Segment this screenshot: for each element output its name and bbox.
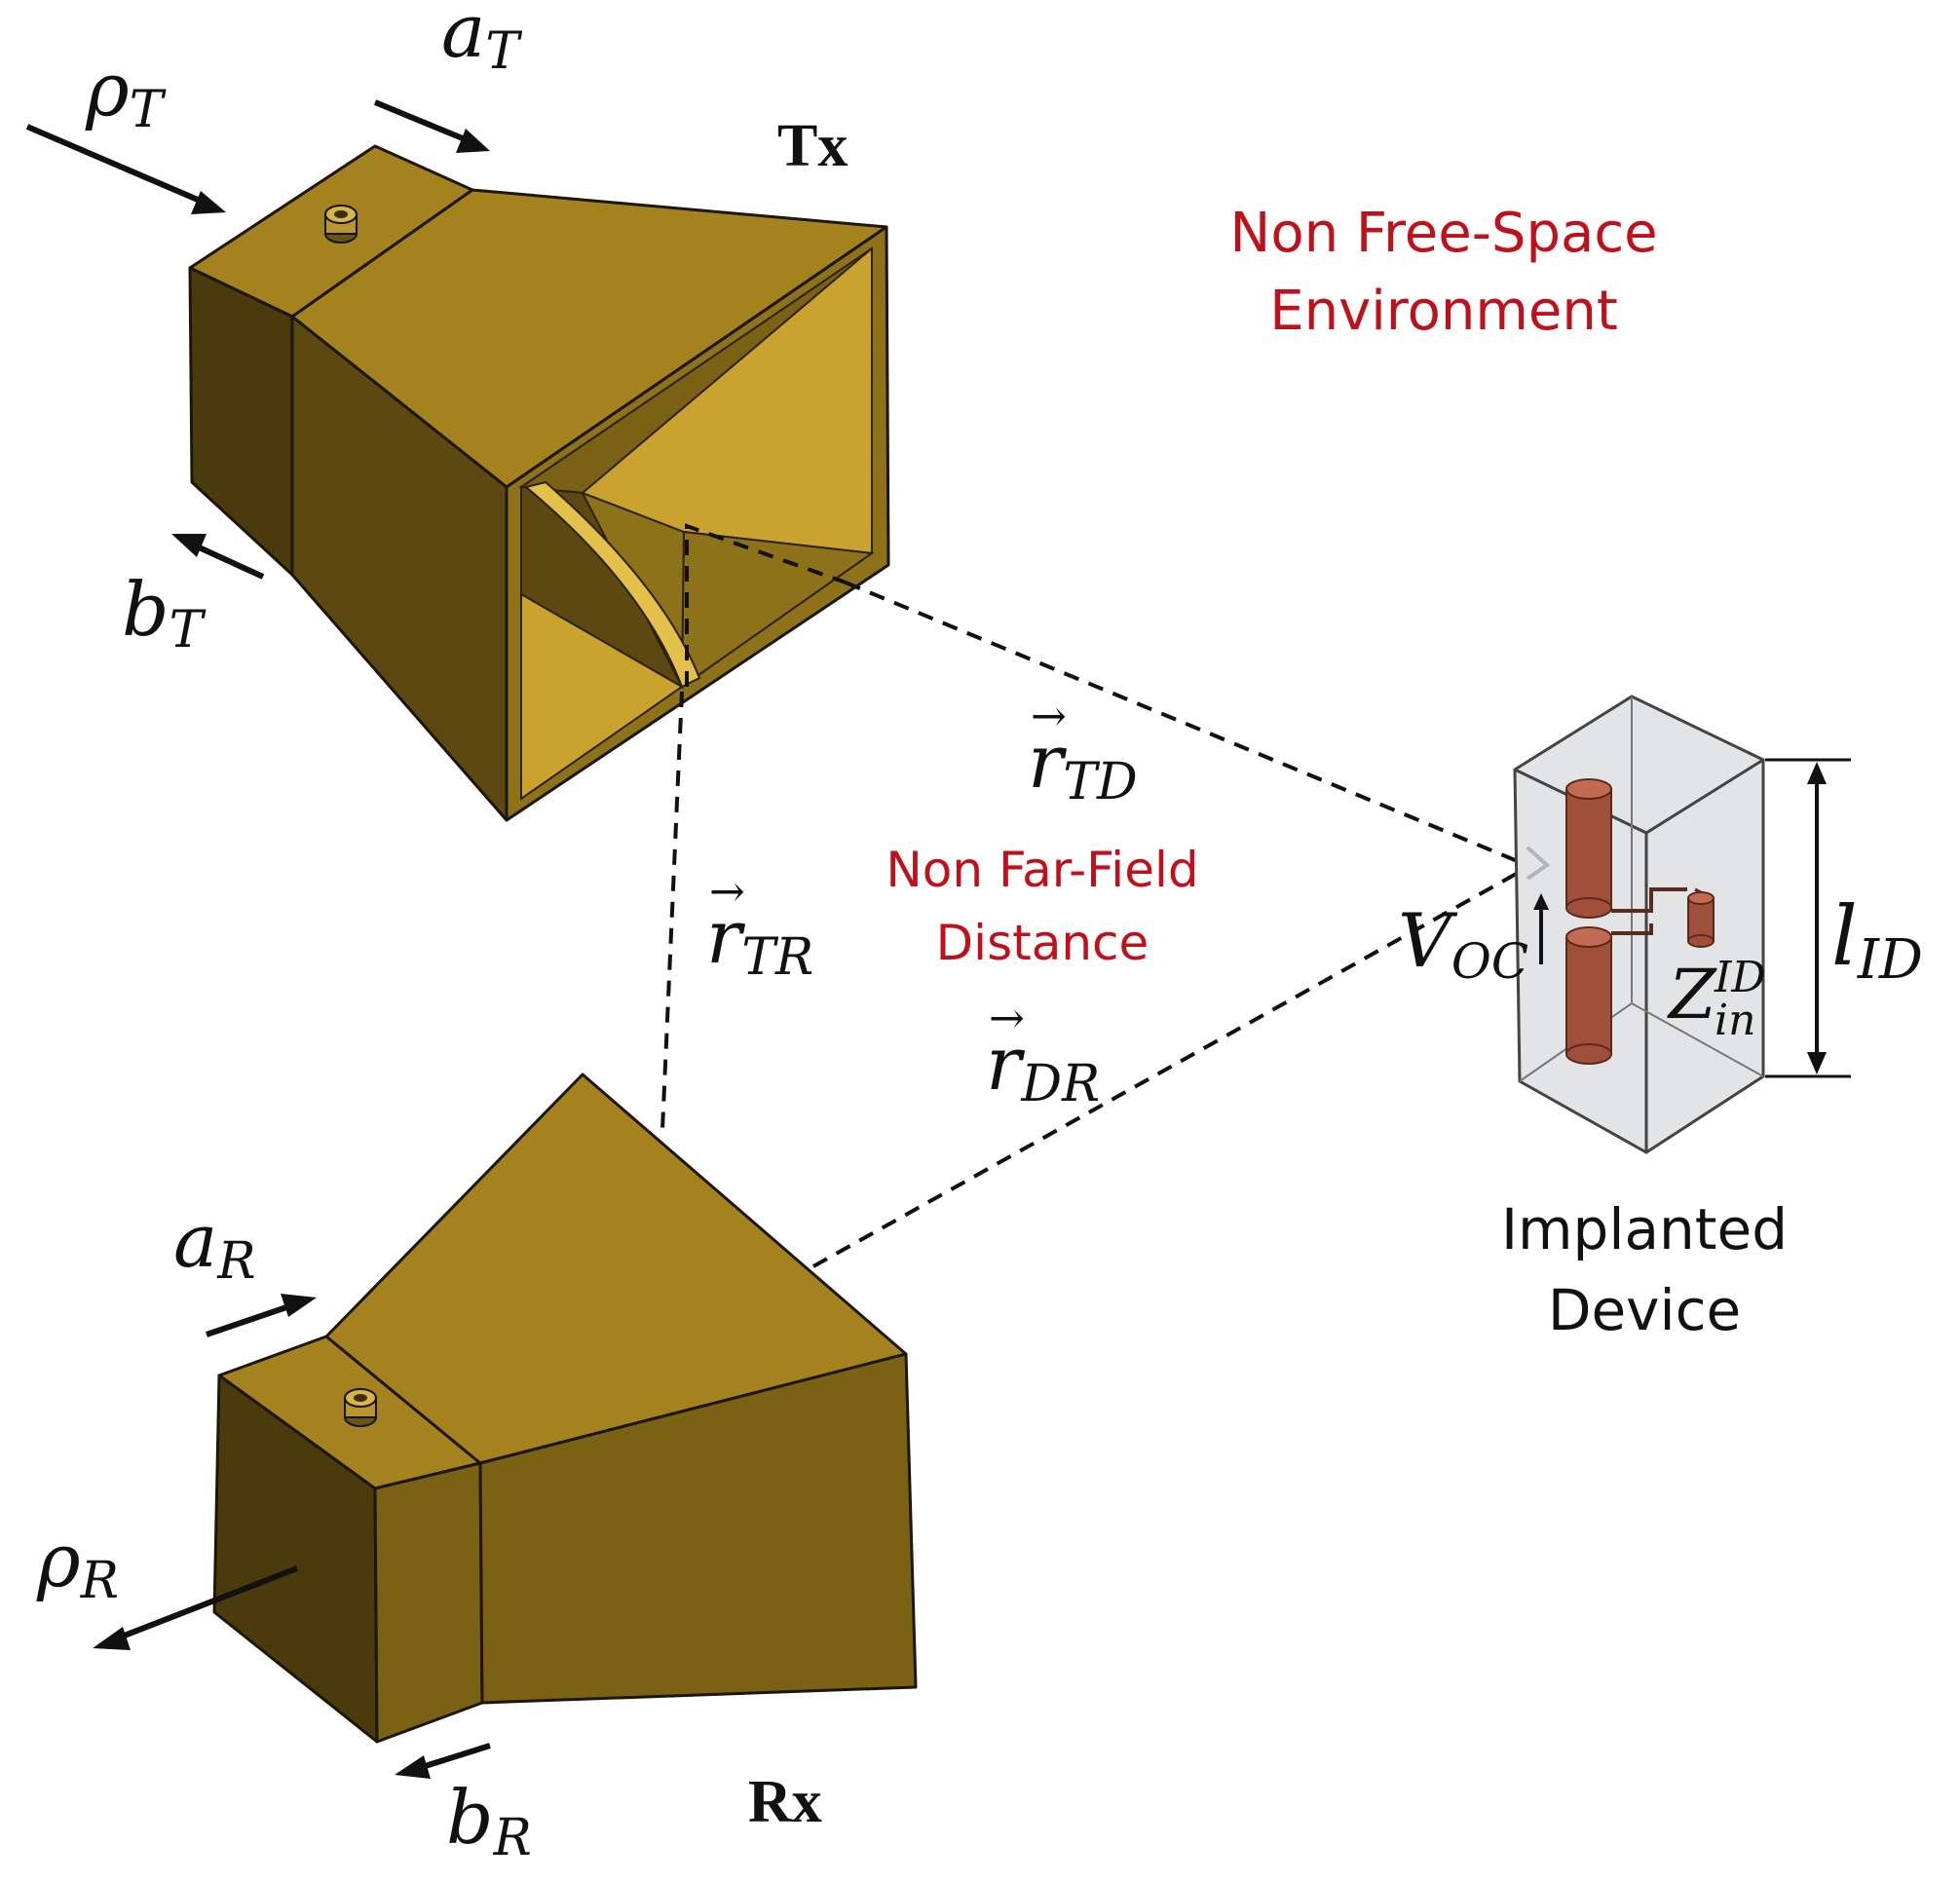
voc-arrow (1533, 893, 1549, 964)
svg-text:→: → (989, 994, 1025, 1043)
label-a-r: aR (173, 1197, 255, 1291)
svg-text:→: → (1031, 692, 1067, 741)
svg-text:rTR: rTR (706, 893, 813, 987)
tx-flare-curve (523, 480, 701, 689)
rx-waveguide-right (373, 1461, 484, 1744)
implanted-device (1513, 695, 1765, 1154)
tx-inner-floor (520, 592, 684, 801)
dimension-arrows (25, 99, 491, 1779)
env-label-line1: Non Free-Space (1229, 202, 1657, 265)
label-v-oc: VOC (1398, 897, 1528, 990)
label-rho-r: ρR (36, 1517, 119, 1610)
tx-connector-icon (324, 205, 358, 244)
text-labels: Tx Rx Non Free-Space Environment Non Far… (748, 113, 1788, 1835)
rx-connector-icon (344, 1388, 377, 1427)
svg-text:rDR: rDR (986, 1020, 1100, 1113)
math-labels: ρT aT bT aR ρR bR → rTD → rTR (36, 0, 1923, 1867)
device-label-line1: Implanted (1501, 1196, 1788, 1262)
rho-r-arrow (93, 1565, 299, 1650)
length-dimension (1765, 758, 1851, 1078)
label-z-in-id: Z ID in (1667, 953, 1766, 1045)
rx-flare-side (478, 1352, 918, 1705)
label-r-td: → rTD (1028, 692, 1138, 811)
svg-text:→: → (709, 867, 745, 917)
svg-text:rTD: rTD (1028, 718, 1138, 811)
b-r-arrow (395, 1743, 491, 1779)
tx-label: Tx (777, 113, 848, 179)
a-t-arrow (373, 99, 490, 153)
distance-label-line1: Non Far-Field (886, 842, 1198, 898)
svg-text:Z: Z (1667, 955, 1717, 1035)
svg-text:ID: ID (1714, 953, 1766, 1002)
svg-text:in: in (1715, 996, 1755, 1045)
label-l-id: lID (1831, 888, 1923, 992)
dipole-upper-arm (1565, 778, 1612, 919)
r-tr-line (660, 691, 684, 1131)
b-t-arrow (171, 534, 265, 580)
env-label-line2: Environment (1269, 280, 1618, 343)
tx-center-marker (685, 523, 847, 687)
a-r-arrow (206, 1294, 317, 1337)
label-b-t: bT (122, 566, 207, 659)
label-a-t: aT (441, 0, 522, 81)
label-r-tr: → rTR (706, 867, 813, 987)
r-td-line (845, 581, 1521, 864)
label-rho-t: ρT (85, 46, 167, 139)
rx-horn-antenna (212, 1073, 918, 1744)
r-dr-line (812, 870, 1521, 1268)
tx-horn-antenna (188, 144, 890, 822)
dipole-lower-arm (1565, 926, 1612, 1065)
implant-box-back (1513, 695, 1765, 1154)
device-label-line2: Device (1548, 1277, 1741, 1343)
rho-t-arrow (25, 124, 226, 214)
label-r-dr: → rDR (986, 994, 1100, 1113)
load-impedance (1687, 887, 1715, 948)
label-b-r: bR (446, 1774, 532, 1867)
tx-inner-floor-right (680, 530, 875, 689)
tx-waveguide-front (188, 266, 294, 577)
feed-line-bottom (1611, 923, 1653, 935)
distance-label-line2: Distance (936, 915, 1150, 971)
rx-label: Rx (748, 1769, 822, 1835)
feed-line-top (1611, 887, 1687, 913)
